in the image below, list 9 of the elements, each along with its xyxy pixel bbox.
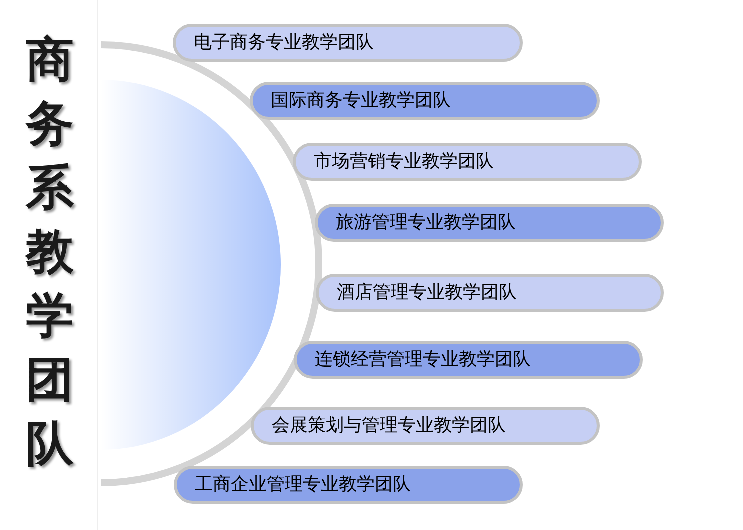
team-band: 旅游管理专业教学团队 (315, 204, 664, 242)
team-band: 市场营销专业教学团队 (293, 143, 642, 181)
team-band: 电子商务专业教学团队 (173, 24, 523, 62)
team-band: 连锁经营管理专业教学团队 (294, 341, 643, 379)
vertical-title: 商务系教学团队 (24, 31, 75, 474)
team-band: 酒店管理专业教学团队 (316, 274, 664, 312)
team-band: 会展策划与管理专业教学团队 (251, 407, 600, 445)
team-band: 国际商务专业教学团队 (250, 82, 600, 120)
team-band: 工商企业管理专业教学团队 (174, 466, 523, 504)
